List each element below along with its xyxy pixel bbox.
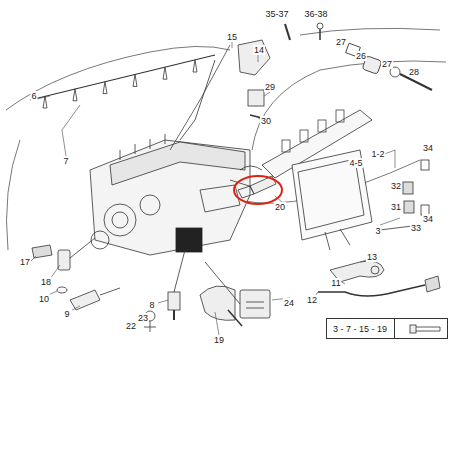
injector-lead <box>193 60 197 72</box>
callout-number: 17 <box>19 257 31 267</box>
callout-number: 7 <box>62 156 69 166</box>
callout-number: 14 <box>253 45 265 55</box>
callout-number: 12 <box>306 295 318 305</box>
callout-number: 35-37 <box>264 9 289 19</box>
callout-number: 28 <box>408 67 420 77</box>
callout-number: 18 <box>40 277 52 287</box>
callout-number: 29 <box>264 82 276 92</box>
callout-number: 32 <box>390 181 402 191</box>
callout-number: 24 <box>283 298 295 308</box>
callout-number: 8 <box>148 300 155 310</box>
injector-lead <box>133 74 137 86</box>
callout-number: 22 <box>125 321 137 331</box>
injector-lead <box>103 82 107 94</box>
callout-number: 36-38 <box>303 9 328 19</box>
callout-number: 11 <box>330 278 341 288</box>
callout-number: 26 <box>355 51 367 61</box>
callout-number: 27 <box>335 37 347 47</box>
callout-number: 34 <box>422 214 434 224</box>
callout-number: 34 <box>422 143 434 153</box>
callout-number: 33 <box>410 223 422 233</box>
callout-number: 13 <box>366 252 378 262</box>
callout-number: 6 <box>30 91 37 101</box>
callout-number: 9 <box>63 309 70 319</box>
callout-number: 3 <box>374 226 381 236</box>
callout-number: 1-2 <box>370 149 385 159</box>
table-divider <box>394 319 395 338</box>
fastener-table: 3 - 7 - 15 - 19 <box>326 318 448 339</box>
table-text: 3 - 7 - 15 - 19 <box>333 324 387 334</box>
callout-number: 19 <box>213 335 225 345</box>
callout-number: 4-5 <box>348 158 363 168</box>
callout-number: 15 <box>226 32 238 42</box>
callout-number: 23 <box>137 313 149 323</box>
injector-lead <box>43 96 47 108</box>
callout-number: 10 <box>38 294 50 304</box>
callout-number: 30 <box>260 116 272 126</box>
injector-lead <box>163 67 167 79</box>
callout-number: 27 <box>381 59 393 69</box>
injector-lead <box>73 89 77 101</box>
callout-number: 20 <box>274 202 286 212</box>
callout-number: 31 <box>390 202 402 212</box>
